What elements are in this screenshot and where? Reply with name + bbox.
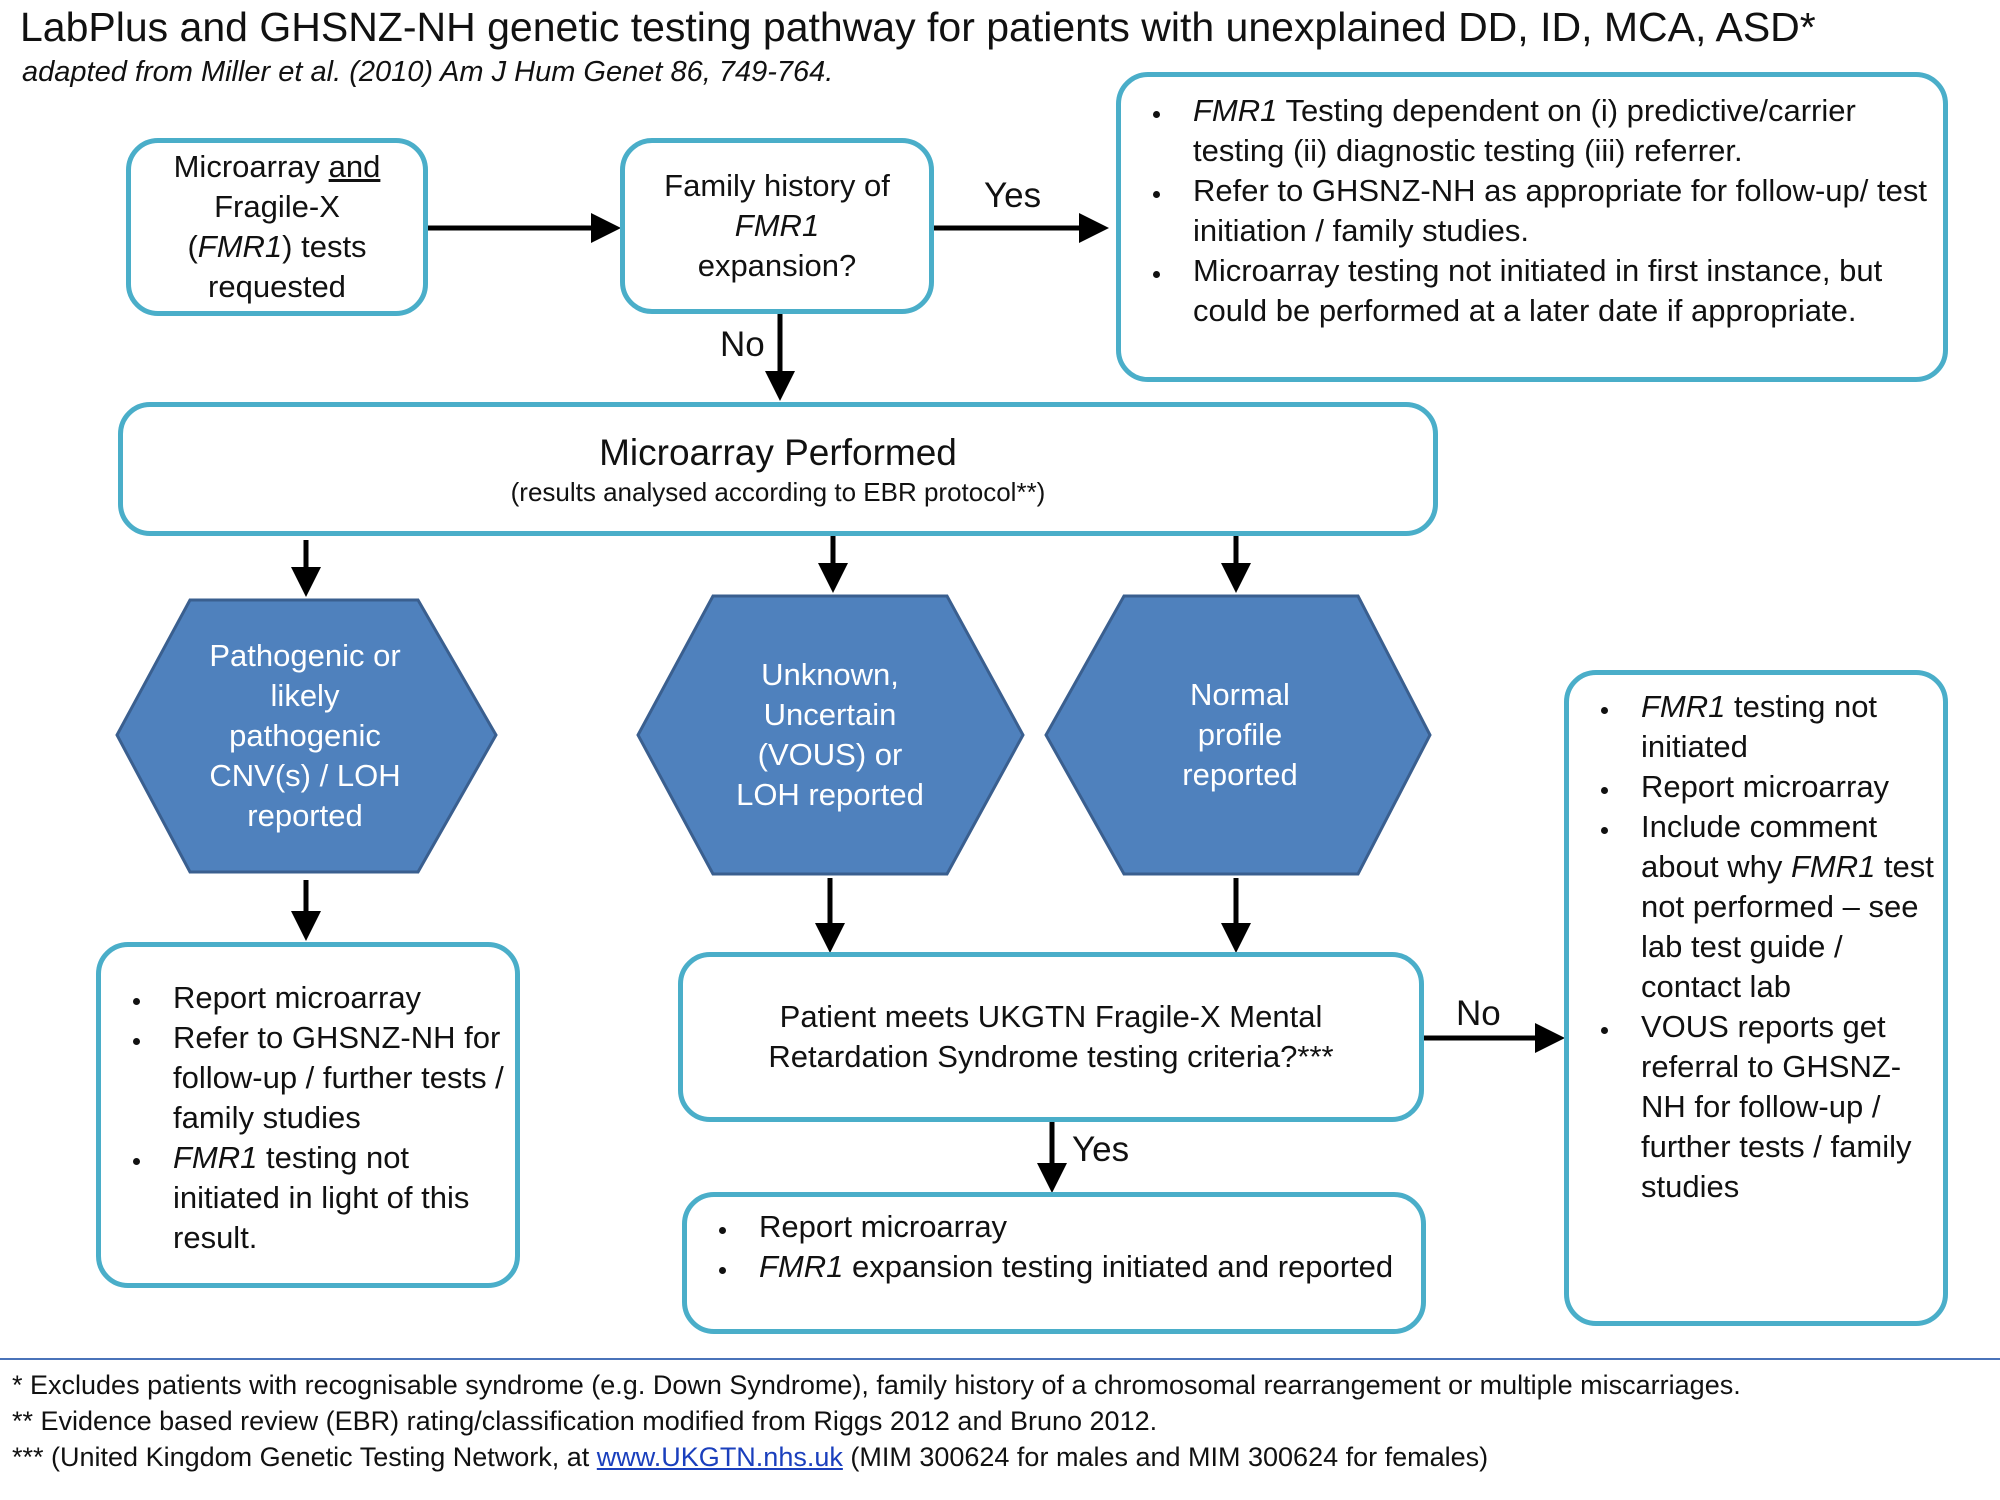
pathogenic-bullet-1: Report microarray — [153, 978, 515, 1018]
yes-box-bullet-3: Microarray testing not initiated in firs… — [1173, 251, 1943, 331]
page-subtitle: adapted from Miller et al. (2010) Am J H… — [22, 56, 834, 88]
yes-box-fmr1: FMR1 — [1193, 93, 1278, 128]
pathogenic-fmr1: FMR1 — [173, 1140, 258, 1175]
yes-result-b2-text: expansion testing initiated and reported — [843, 1249, 1394, 1284]
microarray-performed-box: Microarray Performed (results analysed a… — [118, 402, 1438, 536]
yes-result-bullet-1: Report microarray — [739, 1207, 1421, 1247]
start-line1: Microarray — [173, 149, 321, 184]
decision1-line3: expansion? — [697, 248, 857, 283]
pathogenic-result-box: Report microarray Refer to GHSNZ-NH for … — [96, 942, 520, 1288]
no-result-b3-fmr1: FMR1 — [1790, 849, 1876, 884]
footnote-3: *** (United Kingdom Genetic Testing Netw… — [12, 1442, 1488, 1473]
criteria-text: Patient meets UKGTN Fragile-X Mental Ret… — [768, 999, 1334, 1074]
no-result-fmr1: FMR1 — [1641, 689, 1726, 724]
no-result-bullet-2: Report microarray — [1621, 767, 1943, 807]
yes-label-1: Yes — [984, 176, 1042, 215]
family-history-yes-box: FMR1 Testing dependent on (i) predictive… — [1116, 72, 1948, 382]
no-label-2: No — [1456, 994, 1501, 1033]
hexagon-normal — [1044, 594, 1432, 876]
family-history-decision: Family history of FMR1 expansion? — [620, 138, 934, 314]
no-result-b3-pre: Include comment about why — [1641, 809, 1878, 884]
yes-box-bullet-1: FMR1 Testing dependent on (i) predictive… — [1173, 91, 1943, 171]
footer-divider — [0, 1358, 2000, 1360]
start-tests: ) tests — [282, 229, 367, 264]
decision1-fmr1: FMR1 — [734, 208, 820, 243]
criteria-yes-result-box: Report microarray FMR1 expansion testing… — [682, 1192, 1426, 1334]
microarray-title: Microarray Performed — [599, 432, 957, 473]
ukgtn-link[interactable]: www.UKGTN.nhs.uk — [596, 1442, 843, 1472]
start-line4: requested — [208, 269, 346, 304]
hexagon-unknown-label: Unknown, Uncertain (VOUS) or LOH reporte… — [736, 657, 924, 812]
no-label-1: No — [720, 325, 765, 364]
footnote-2: ** Evidence based review (EBR) rating/cl… — [12, 1406, 1158, 1436]
start-box: Microarray and Fragile-X (FMR1) tests re… — [126, 138, 428, 316]
no-result-bullet-3: Include comment about why FMR1 test not … — [1621, 807, 1943, 1007]
hexagon-pathogenic-label: Pathogenic or likely pathogenic CNV(s) /… — [209, 638, 401, 833]
footnote-1: * Excludes patients with recognisable sy… — [12, 1370, 1741, 1400]
no-result-bullet-4: VOUS reports get referral to GHSNZ-NH fo… — [1621, 1007, 1943, 1207]
hexagon-normal-label: Normal profile reported — [1182, 677, 1298, 792]
no-result-bullet-1: FMR1 testing not initiated — [1621, 687, 1943, 767]
yes-result-bullet-2: FMR1 expansion testing initiated and rep… — [739, 1247, 1421, 1287]
yes-box-bullet-2: Refer to GHSNZ-NH as appropriate for fol… — [1173, 171, 1943, 251]
no-result-b1-text: testing not initiated — [1641, 689, 1878, 764]
pathogenic-b3-text: testing not initiated in light of this r… — [173, 1140, 470, 1255]
start-fmr1: FMR1 — [197, 229, 283, 264]
hexagon-pathogenic — [115, 598, 498, 874]
footnote-3-post: (MIM 300624 for males and MIM 300624 for… — [842, 1442, 1489, 1472]
start-and: and — [328, 149, 381, 184]
microarray-subtitle: (results analysed according to EBR proto… — [510, 477, 1046, 507]
yes-box-b1-text: Testing dependent on (i) predictive/carr… — [1193, 93, 1856, 168]
footnote-3-pre: *** (United Kingdom Genetic Testing Netw… — [12, 1442, 597, 1472]
yes-result-fmr1: FMR1 — [759, 1249, 844, 1284]
ukgtn-criteria-decision: Patient meets UKGTN Fragile-X Mental Ret… — [678, 952, 1424, 1122]
criteria-no-result-box: FMR1 testing not initiated Report microa… — [1564, 670, 1948, 1326]
no-result-b3-post: test not performed – see lab test guide … — [1641, 849, 1934, 1004]
decision1-line1: Family history of — [664, 168, 890, 203]
page-title: LabPlus and GHSNZ-NH genetic testing pat… — [20, 4, 1816, 50]
start-line2: Fragile-X — [214, 189, 340, 224]
yes-label-2: Yes — [1072, 1130, 1130, 1169]
hexagon-unknown — [636, 594, 1025, 876]
pathogenic-bullet-2: Refer to GHSNZ-NH for follow-up / furthe… — [153, 1018, 515, 1138]
pathogenic-bullet-3: FMR1 testing not initiated in light of t… — [153, 1138, 515, 1258]
